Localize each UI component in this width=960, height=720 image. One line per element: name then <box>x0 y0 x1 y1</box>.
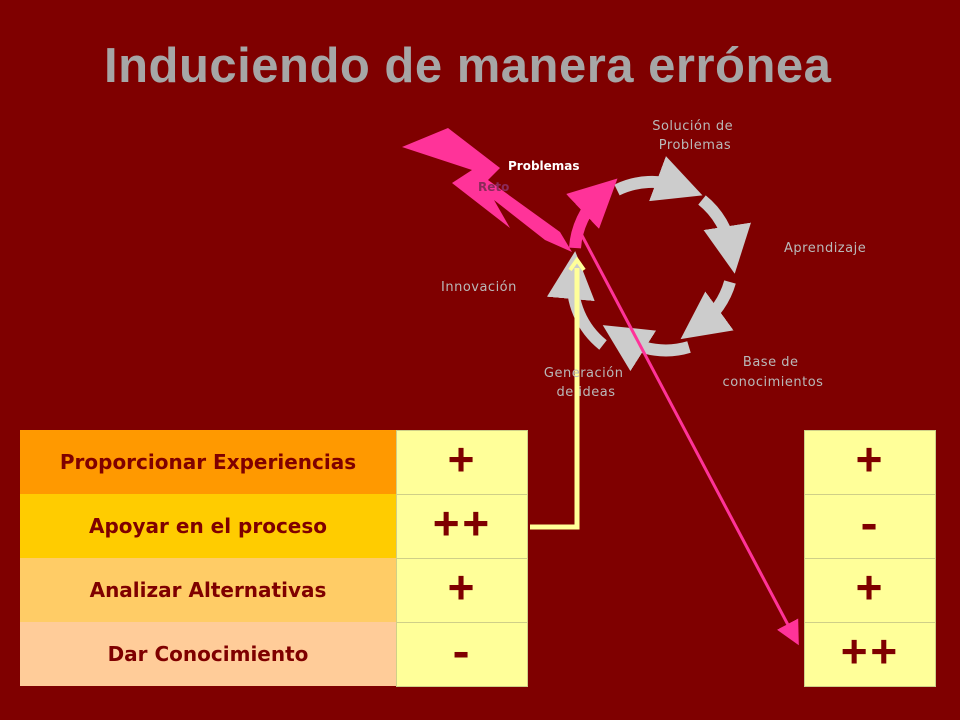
right-value-4: ++ <box>804 622 936 687</box>
cycle-arrow-3 <box>680 280 736 340</box>
page-title: Induciendo de manera errónea <box>104 39 832 93</box>
label-base: Base de conocimientos <box>723 355 824 390</box>
cycle-arrow-4 <box>602 325 691 372</box>
lightning-icon <box>402 128 572 252</box>
right-value-2: - <box>804 494 936 559</box>
label-generacion: Generación de ideas <box>544 366 628 400</box>
row-label-analizar: Analizar Alternativas <box>20 558 396 622</box>
left-value-apoyar: ++ <box>396 494 528 559</box>
label-aprendizaje: Aprendizaje <box>784 241 866 256</box>
pointer-arrow <box>576 227 799 646</box>
right-value-1: + <box>804 430 936 495</box>
right-value-3: + <box>804 558 936 623</box>
connector-line <box>530 268 580 530</box>
label-reto: Reto <box>478 180 509 194</box>
left-value-conocimiento: - <box>396 622 528 687</box>
label-innovacion: Innovación <box>441 280 517 295</box>
cycle-arrow-pink <box>566 178 618 249</box>
left-value-analizar: + <box>396 558 528 623</box>
connector-arrow-head <box>568 256 586 272</box>
left-value-experiencias: + <box>396 430 528 495</box>
row-label-apoyar: Apoyar en el proceso <box>20 494 396 558</box>
row-label-experiencias: Proporcionar Experiencias <box>20 430 396 494</box>
cycle-arrow-1 <box>614 156 703 202</box>
cycle-arrow-2 <box>698 195 751 274</box>
row-label-conocimiento: Dar Conocimiento <box>20 622 396 686</box>
label-solucion: Solución de Problemas <box>652 119 738 153</box>
label-problemas: Problemas <box>508 159 580 173</box>
